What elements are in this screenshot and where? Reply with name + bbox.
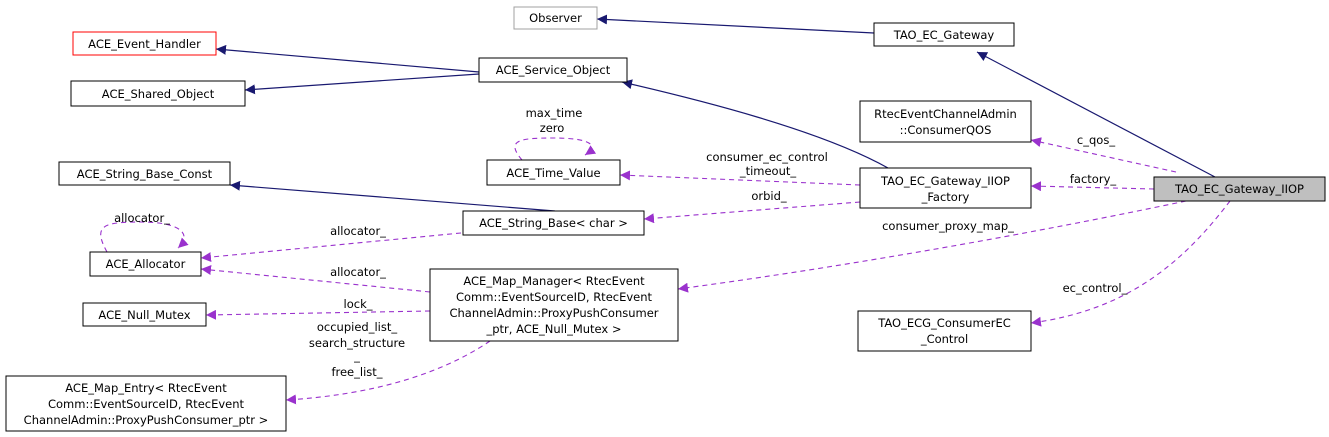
edge-string-base-to-allocator [200, 232, 462, 263]
node-ace-map-manager-label-1: ACE_Map_Manager< RtecEvent [463, 274, 645, 288]
edge-labels: max_time zero allocator_ consumer_ec_con… [114, 106, 1128, 379]
node-ace-null-mutex-label: ACE_Null_Mutex [98, 308, 190, 322]
edge-map-manager-to-map-entry [285, 340, 491, 405]
label-consumer-ec-control: consumer_ec_control [706, 150, 828, 164]
node-tao-ec-gateway-box [873, 22, 1015, 47]
usage-edges [100, 137, 1231, 405]
node-consumer-ec-control-label-2: _Control [920, 332, 968, 346]
node-tao-ec-gateway[interactable]: TAO_EC_Gateway [873, 22, 1015, 47]
edge-factory-to-string-base [643, 201, 861, 224]
label-allocator-self: allocator_ [114, 211, 170, 225]
node-gateway-iiop[interactable]: TAO_EC_Gateway_IIOP [1153, 176, 1326, 202]
label-underscore: _ [353, 349, 360, 363]
edge-map-manager-to-null-mutex [205, 309, 431, 320]
label-zero: zero [540, 121, 565, 135]
node-ace-string-base-const[interactable]: ACE_String_Base_Const [58, 161, 231, 186]
label-free-list: free_list_ [331, 365, 382, 379]
inheritance-edges [215, 14, 1216, 212]
node-consumer-qos[interactable]: RtecEventChannelAdmin ::ConsumerQOS [859, 100, 1032, 143]
edge-iiop-to-gateway [976, 51, 1216, 178]
edge-iiop-to-factory [1030, 181, 1155, 192]
node-ace-shared-object-box [70, 80, 246, 107]
node-ace-allocator-label: ACE_Allocator [106, 257, 186, 271]
node-ace-shared-object-label: ACE_Shared_Object [102, 87, 215, 101]
node-tao-ec-gateway-label: TAO_EC_Gateway [893, 28, 995, 42]
label-factory: factory_ [1070, 172, 1116, 186]
node-ace-map-entry-label-1: ACE_Map_Entry< RtecEvent [65, 381, 227, 395]
node-consumer-qos-box [859, 100, 1032, 143]
label-occupied-list: occupied_list_ [317, 320, 397, 334]
node-ace-map-manager-label-4: _ptr, ACE_Null_Mutex > [485, 322, 621, 336]
edge-service-object-to-event-handler [215, 44, 480, 73]
edge-factory-to-service-object [621, 79, 889, 169]
node-ace-event-handler[interactable]: ACE_Event_Handler [72, 31, 217, 56]
node-ace-event-handler-box [72, 31, 217, 56]
label-consumer-proxy-map: consumer_proxy_map_ [882, 219, 1014, 233]
node-ace-string-base-label: ACE_String_Base< char > [479, 216, 628, 230]
node-observer-label: Observer [529, 11, 582, 25]
node-gateway-iiop-label: TAO_EC_Gateway_IIOP [1174, 182, 1304, 196]
node-ace-string-base-const-box [58, 161, 231, 186]
edge-gateway-to-observer [596, 14, 875, 34]
node-consumer-ec-control-label-1: TAO_ECG_ConsumerEC [877, 316, 1011, 330]
node-ace-map-manager-label-2: Comm::EventSourceID, RtecEvent [456, 290, 653, 304]
node-ace-event-handler-label: ACE_Event_Handler [88, 37, 201, 51]
node-ace-allocator[interactable]: ACE_Allocator [89, 251, 202, 277]
node-ace-map-entry-label-2: Comm::EventSourceID, RtecEvent [48, 397, 245, 411]
node-observer-box [513, 6, 598, 30]
node-ace-map-manager-label-3: ChannelAdmin::ProxyPushConsumer [449, 306, 658, 320]
node-consumer-ec-control[interactable]: TAO_ECG_ConsumerEC _Control [857, 310, 1032, 352]
node-ace-time-value-label: ACE_Time_Value [506, 166, 600, 180]
node-ace-map-entry-label-3: ChannelAdmin::ProxyPushConsumer_ptr > [24, 413, 269, 427]
label-allocator-map: allocator_ [330, 265, 386, 279]
node-gateway-iiop-factory-label-2: _Factory [921, 190, 970, 204]
node-ace-service-object-label: ACE_Service_Object [496, 63, 611, 77]
node-ace-map-entry-box [5, 375, 287, 432]
node-ace-map-manager[interactable]: ACE_Map_Manager< RtecEvent Comm::EventSo… [429, 268, 679, 342]
label-max-time: max_time [526, 106, 583, 120]
node-ace-time-value-box [486, 159, 621, 186]
node-ace-string-base[interactable]: ACE_String_Base< char > [462, 210, 645, 236]
edge-map-manager-to-allocator [200, 265, 431, 293]
nodes: Observer TAO_EC_Gateway ACE_Event_Handle… [5, 6, 1326, 432]
label-allocator-string: allocator_ [330, 224, 386, 238]
node-consumer-ec-control-box [857, 310, 1032, 352]
edge-iiop-to-consumer-qos [1030, 137, 1177, 173]
edge-string-base-to-const [229, 180, 556, 212]
node-ace-shared-object[interactable]: ACE_Shared_Object [70, 80, 246, 107]
node-ace-map-entry[interactable]: ACE_Map_Entry< RtecEvent Comm::EventSour… [5, 375, 287, 432]
node-consumer-qos-label-1: RtecEventChannelAdmin [874, 107, 1017, 121]
label-timeout: _timeout_ [739, 164, 797, 178]
edge-iiop-to-map-manager [677, 200, 1187, 293]
node-ace-time-value[interactable]: ACE_Time_Value [486, 159, 621, 186]
node-ace-string-base-const-label: ACE_String_Base_Const [77, 167, 213, 181]
node-gateway-iiop-factory-label-1: TAO_EC_Gateway_IIOP [880, 174, 1010, 188]
label-c-qos: c_qos_ [1077, 133, 1115, 147]
label-orbid: orbid_ [751, 189, 787, 203]
node-observer[interactable]: Observer [513, 6, 598, 30]
edge-time-value-self [514, 137, 597, 161]
node-ace-null-mutex[interactable]: ACE_Null_Mutex [82, 302, 207, 327]
edge-service-object-to-shared-object [244, 73, 480, 95]
edge-allocator-self [100, 221, 189, 253]
node-ace-allocator-box [89, 251, 202, 277]
node-consumer-qos-label-2: ::ConsumerQOS [900, 123, 992, 137]
edge-iiop-to-ec-control [1030, 200, 1231, 327]
node-ace-service-object[interactable]: ACE_Service_Object [478, 57, 628, 83]
node-ace-string-base-box [462, 210, 645, 236]
node-gateway-iiop-factory-box [859, 167, 1032, 209]
node-ace-null-mutex-box [82, 302, 207, 327]
node-ace-map-manager-box [429, 268, 679, 342]
edge-factory-to-time-value [619, 170, 861, 186]
node-gateway-iiop-factory[interactable]: TAO_EC_Gateway_IIOP _Factory [859, 167, 1032, 209]
label-lock: lock_ [344, 297, 373, 311]
label-search-structure: search_structure [309, 336, 405, 350]
label-ec-control: ec_control_ [1063, 281, 1128, 295]
node-gateway-iiop-box [1153, 176, 1326, 202]
node-ace-service-object-box [478, 57, 628, 83]
